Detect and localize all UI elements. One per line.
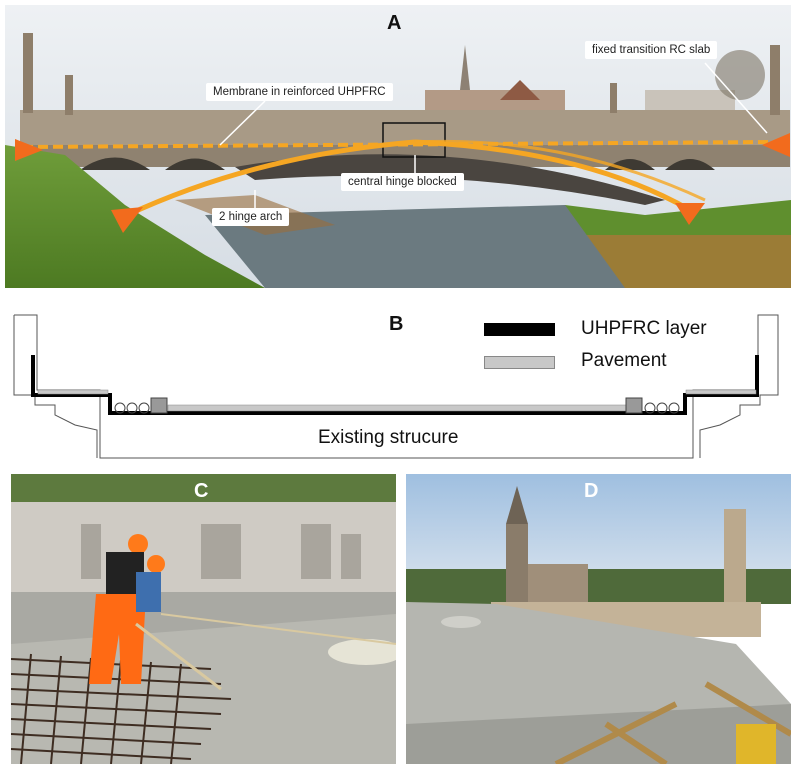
support-left-icon — [15, 139, 43, 161]
worker-2 — [136, 555, 165, 612]
support-arch-right-icon — [675, 203, 705, 225]
stone-column — [724, 509, 746, 624]
panel-d-photo: D — [406, 474, 791, 764]
panel-c-letter: C — [194, 480, 209, 502]
hatched-block-right — [625, 397, 643, 414]
central-hinge-label: central hinge blocked — [341, 173, 464, 191]
membrane-label: Membrane in reinforced UHPFRC — [206, 83, 393, 101]
legend-uhpfrc-swatch — [484, 323, 555, 336]
panel-a-photo: A Membrane in reinforced UHPFRC fixed tr… — [5, 5, 791, 288]
cross-section-diagram — [13, 314, 779, 459]
hinge-arch-label: 2 hinge arch — [212, 208, 290, 226]
membrane-leader — [219, 100, 266, 146]
support-arch-left-icon — [111, 207, 143, 233]
screed-tool — [135, 622, 222, 691]
legend-uhpfrc-label: UHPFRC layer — [581, 318, 707, 339]
legend-pavement-swatch — [484, 356, 555, 369]
uhpfrc-layer — [31, 355, 759, 415]
support-right-icon — [762, 133, 790, 157]
fixed-slab-leader — [704, 62, 768, 134]
panel-a-letter: A — [387, 12, 402, 34]
main-arch — [235, 154, 665, 205]
church-spire — [460, 45, 470, 90]
panel-d-letter: D — [584, 480, 599, 502]
panel-b-letter: B — [389, 313, 404, 335]
construction-photo-c — [11, 474, 396, 764]
panel-c-photo: C — [11, 474, 396, 764]
structure-label: Existing strucure — [318, 427, 459, 448]
arch-line-left — [121, 139, 416, 220]
arch-line-right — [414, 139, 692, 213]
pavement-layer — [167, 404, 627, 412]
panel-b-diagram: B UHPFRC layer Pavement Existing strucur… — [0, 305, 796, 465]
construction-photo-d — [406, 474, 791, 764]
hatched-block-left — [150, 397, 168, 414]
fixed-slab-label: fixed transition RC slab — [585, 41, 718, 59]
church-tower — [506, 524, 528, 604]
legend-pavement-label: Pavement — [581, 350, 667, 371]
